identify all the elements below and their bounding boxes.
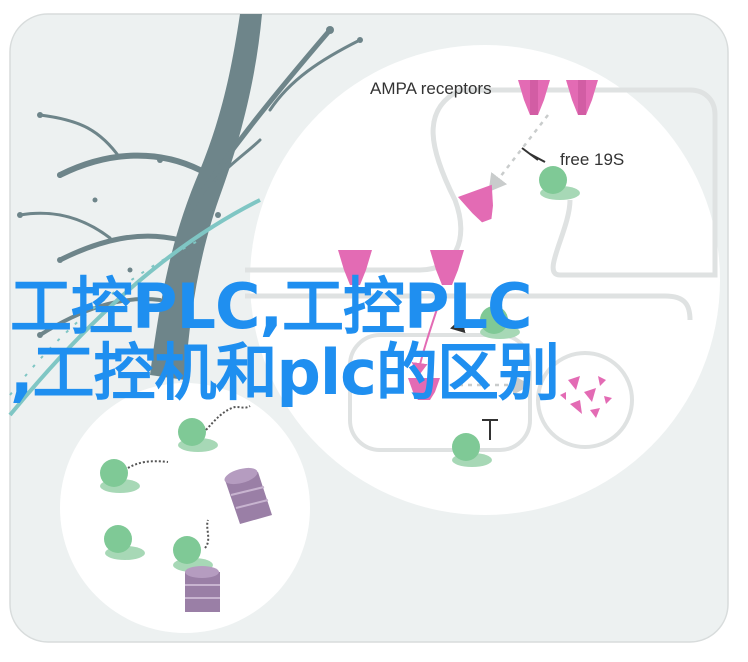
overlay-title-line1: 工控PLC,工控PLC (10, 270, 532, 343)
dashed-path-ampa (488, 114, 549, 192)
proteasome-icon (178, 418, 218, 452)
inhibition-mark-icon (482, 419, 498, 440)
proteasome-icon (539, 166, 580, 200)
ampa-receptor-icon (457, 184, 493, 223)
ampa-receptor-icon (408, 378, 440, 400)
overlay-title-line2: ,工控机和plc的区别 (10, 336, 560, 409)
proteasome-icon (480, 306, 520, 339)
lower-membrane (245, 293, 693, 321)
pink-arrow (411, 299, 441, 377)
ampa-receptor-icon (338, 250, 464, 285)
teal-process-dots (9, 239, 201, 396)
purple-drum-icon (224, 467, 272, 524)
neuron-tree (17, 14, 363, 380)
ubiquitin-chain-icon (127, 460, 169, 469)
receptor-fragments (560, 376, 612, 418)
synapse-zoom-circle (250, 45, 720, 515)
purple-drum-icon (185, 566, 220, 612)
proteasome-icon (100, 459, 140, 493)
ampa-receptor-icon (518, 80, 598, 115)
free-19s-label: free 19S (560, 150, 625, 169)
arrow-icon (450, 317, 479, 334)
proteasome-icon (452, 433, 492, 467)
ampa-receptors-label: AMPA receptors (370, 79, 492, 98)
inhibition-mark-icon (521, 147, 546, 163)
lower-zoom-circle (60, 383, 310, 633)
proteasome-icon (104, 525, 145, 560)
teal-process (8, 198, 261, 417)
upper-membrane (245, 87, 718, 278)
degradation-compartment (536, 351, 634, 449)
